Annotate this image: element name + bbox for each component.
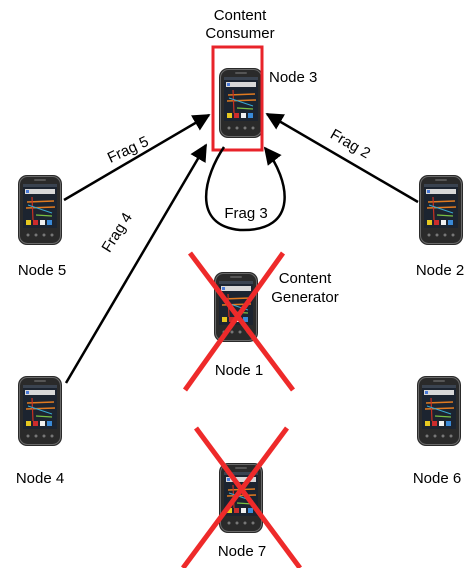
- phone-icon: [418, 174, 464, 246]
- node-2: Node 2: [416, 174, 464, 279]
- node-5-label: Node 5: [18, 262, 66, 279]
- edge-frag3-label: Frag 3: [224, 205, 267, 222]
- node-7-label: Node 7: [218, 543, 266, 560]
- consumer-label-line2: Consumer: [205, 25, 274, 42]
- node-6-label: Node 6: [413, 470, 461, 487]
- phone-icon: [17, 174, 63, 246]
- edge-frag2-label: Frag 2: [327, 126, 373, 162]
- edge-frag4: Frag 4: [64, 143, 208, 384]
- node-1-label: Node 1: [215, 362, 263, 379]
- node-3: Node 3: [211, 45, 317, 152]
- node-6: Node 6: [413, 375, 462, 487]
- generator-label-line1: Content: [279, 270, 332, 287]
- phone-icon: [416, 375, 462, 447]
- node-5: Node 5: [17, 174, 66, 279]
- edge-frag2: Frag 2: [265, 112, 419, 204]
- edge-frag4-label: Frag 4: [98, 210, 135, 256]
- consumer-highlight-box: [211, 45, 264, 152]
- generator-label-line2: Generator: [271, 289, 339, 306]
- node-2-label: Node 2: [416, 262, 464, 279]
- node-7: Node 7: [180, 426, 303, 568]
- node-1-failure-cross: [182, 251, 295, 392]
- phone-icon: [17, 375, 63, 447]
- node-4-label: Node 4: [16, 470, 64, 487]
- node-1: Node 1: [182, 251, 295, 392]
- consumer-label-line1: Content: [214, 7, 267, 24]
- edge-frag3-line: [204, 146, 286, 232]
- node-3-label: Node 3: [269, 69, 317, 86]
- phone-icon: [218, 462, 264, 534]
- edge-frag5: Frag 5: [63, 113, 211, 202]
- edge-frag4-line: [64, 143, 208, 384]
- edge-frag2-line: [265, 112, 419, 204]
- node-7-failure-cross: [180, 426, 303, 568]
- phone-icon: [218, 67, 264, 139]
- node-4: Node 4: [16, 375, 64, 487]
- edge-frag5-line: [63, 113, 211, 202]
- edge-frag3: Frag 3: [204, 146, 286, 232]
